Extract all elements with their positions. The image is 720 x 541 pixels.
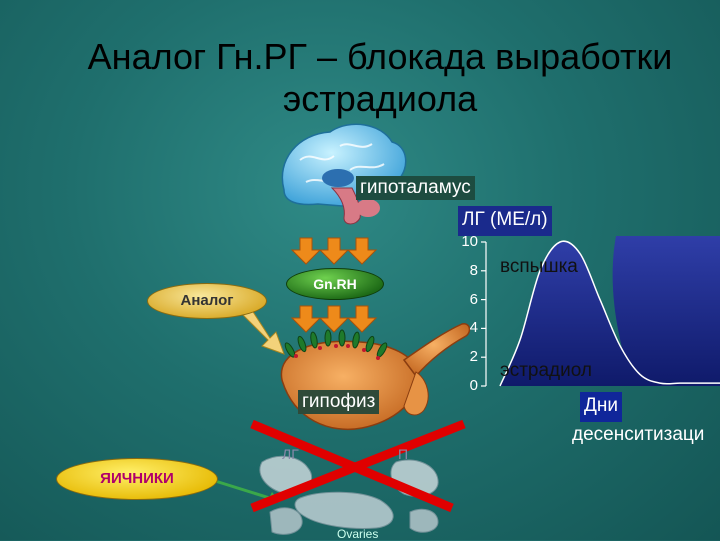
brain-icon [281,123,407,225]
y-tick-label: 4 [469,319,478,337]
fsh-faint-label: П [398,446,409,462]
lh-faint-label: ЛГ [282,446,299,462]
chart-background [612,236,720,386]
ovaries-badge: ЯИЧНИКИ [56,458,218,500]
lh-chart [481,236,720,387]
flare-line [499,240,720,387]
analog-badge: Аналог [147,283,267,319]
gnrh-badge: Gn.RH [286,268,384,300]
lh-units-label: ЛГ (МЕ/л) [458,206,552,236]
block-cross [250,419,466,513]
hypothalamus-label: гипоталамус [356,176,475,200]
gnrh-release-arrows [290,237,378,265]
gnrh-to-pituitary-arrows [290,305,378,333]
y-tick-label: 10 [461,233,478,250]
flare-label: вспышка [500,256,578,277]
y-tick-label: 0 [469,377,478,394]
y-tick-label: 2 [469,348,478,366]
flare-area [500,241,720,386]
receptor-dots [294,344,380,360]
ovaries-caption: Ovaries [337,527,379,541]
y-tick-label: 8 [469,261,478,279]
gnrh-receptors [284,329,388,358]
slide-title: Аналог Гн.РГ – блокада выработки эстради… [87,36,673,119]
y-tick-label: 6 [469,290,478,308]
desensitization-label: десенситизаци [572,424,705,445]
days-label: Дни [580,392,622,422]
estradiol-label: эстрадиол [500,360,592,381]
pituitary-label: гипофиз [298,390,380,414]
